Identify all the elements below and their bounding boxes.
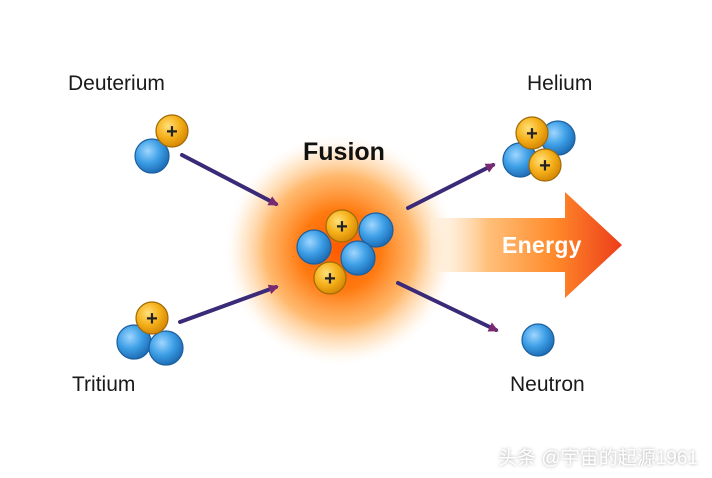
proton-particle [313, 261, 347, 295]
neutron-label: Neutron [510, 373, 585, 396]
free-neutron [521, 323, 555, 357]
helium-nucleus: + + [502, 116, 576, 182]
energy-label: Energy [502, 232, 582, 258]
tritium-in-arrow [178, 284, 279, 324]
fusion-cluster: + + [296, 209, 394, 295]
proton-particle [135, 301, 169, 335]
energy-arrow [430, 192, 622, 298]
proton-plus: + [336, 216, 348, 238]
proton-plus: + [324, 268, 336, 290]
deuterium-nucleus: + [134, 114, 189, 174]
watermark: 头条 @宇宙的起源1961 [498, 448, 698, 469]
neutron-particle [358, 212, 394, 248]
helium-label: Helium [527, 72, 593, 95]
fusion-glow [225, 135, 455, 365]
proton-plus: + [146, 308, 158, 330]
helium-out-arrow [406, 163, 496, 210]
proton-plus: + [539, 155, 551, 177]
proton-particle [515, 116, 549, 150]
proton-plus: + [166, 121, 178, 143]
neutron-particle [296, 229, 332, 265]
proton-particle [325, 209, 359, 243]
neutron-out-arrow [396, 281, 499, 332]
tritium-label: Tritium [72, 373, 136, 396]
neutron-particle [134, 138, 170, 174]
proton-plus: + [526, 123, 538, 145]
neutron-particle [340, 240, 376, 276]
fusion-label: Fusion [303, 138, 385, 166]
proton-particle [528, 148, 562, 182]
deuterium-in-arrow [180, 153, 279, 206]
deuterium-label: Deuterium [68, 72, 165, 95]
proton-particle [155, 114, 189, 148]
neutron-particle [148, 330, 184, 366]
tritium-nucleus: + [116, 301, 184, 366]
